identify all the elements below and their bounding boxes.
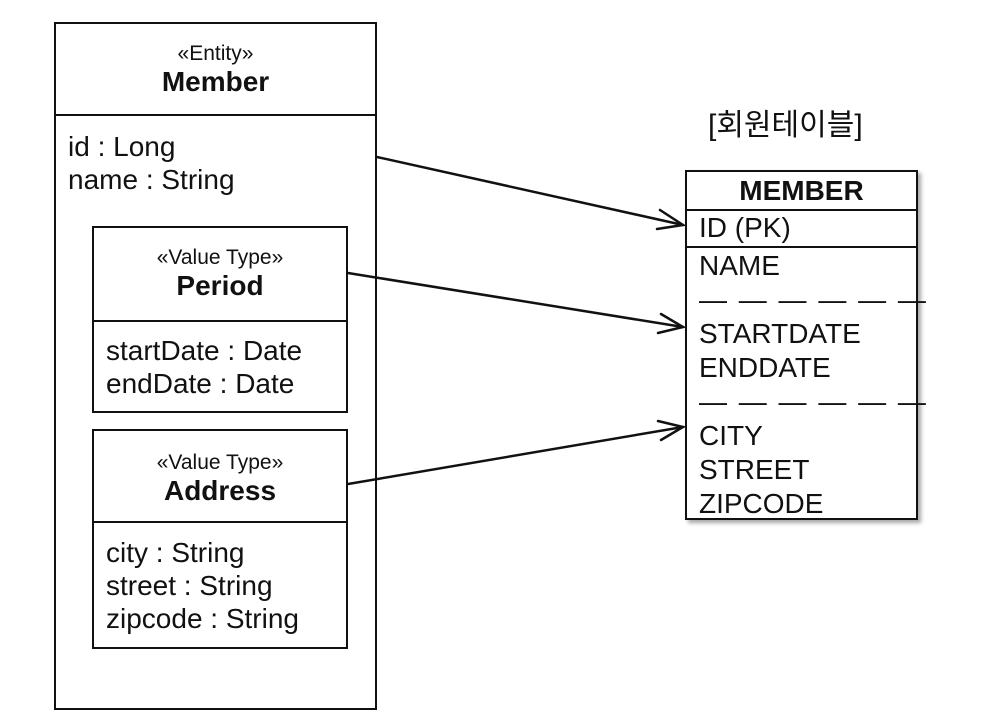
address-attr-zipcode: zipcode : String — [106, 603, 299, 634]
period-header: «Value Type» Period — [94, 246, 346, 302]
arrow-member-to-table — [375, 155, 685, 227]
address-attr-street: street : String — [106, 570, 273, 601]
arrow-period-to-table — [346, 271, 685, 329]
table-pk-column: ID (PK) — [699, 212, 791, 243]
address-attr-city: city : String — [106, 537, 245, 568]
table-name: MEMBER — [739, 175, 864, 206]
table-columns: NAME — — — — — — STARTDATE ENDDATE — — —… — [699, 249, 928, 521]
address-attributes: city : String street : String zipcode : … — [106, 536, 299, 635]
table-col-separator-1: — — — — — — — [699, 284, 928, 315]
address-header: «Value Type» Address — [94, 451, 346, 507]
period-stereotype: «Value Type» — [156, 246, 284, 269]
arrowhead-address — [656, 419, 687, 442]
table-pk-divider — [687, 246, 916, 248]
address-class-name: Address — [163, 475, 277, 506]
address-valuetype-box: «Value Type» Address city : String stree… — [92, 429, 348, 649]
table-col-name: NAME — [699, 250, 780, 281]
member-table-box: MEMBER ID (PK) NAME — — — — — — STARTDAT… — [685, 170, 926, 520]
address-header-divider — [94, 521, 346, 523]
table-caption: [회원테이블] — [708, 109, 863, 142]
period-attributes: startDate : Date endDate : Date — [106, 334, 302, 400]
member-attributes: id : Long name : String — [68, 130, 235, 196]
member-header-divider — [56, 114, 375, 116]
period-attr-startdate: startDate : Date — [106, 335, 303, 366]
period-header-divider — [94, 320, 346, 322]
period-class-name: Period — [176, 270, 264, 301]
period-valuetype-box: «Value Type» Period startDate : Date end… — [92, 226, 348, 413]
table-col-startdate: STARTDATE — [699, 318, 861, 349]
table-col-enddate: ENDDATE — [699, 352, 831, 383]
arrow-address-to-table — [346, 425, 685, 486]
arrowhead-member — [655, 208, 687, 231]
member-header: «Entity» Member — [56, 42, 375, 98]
member-stereotype: «Entity» — [177, 42, 254, 65]
table-name-divider — [687, 209, 916, 211]
member-attr-name: name : String — [68, 164, 235, 195]
table-col-separator-2: — — — — — — — [699, 386, 928, 417]
member-class-name: Member — [161, 66, 270, 97]
table-col-zipcode: ZIPCODE — [699, 488, 824, 519]
table-col-city: CITY — [699, 420, 763, 451]
table-col-street: STREET — [699, 454, 810, 485]
address-stereotype: «Value Type» — [156, 451, 284, 474]
member-attr-id: id : Long — [68, 131, 176, 162]
arrowhead-period — [656, 312, 687, 335]
period-attr-enddate: endDate : Date — [106, 368, 295, 399]
